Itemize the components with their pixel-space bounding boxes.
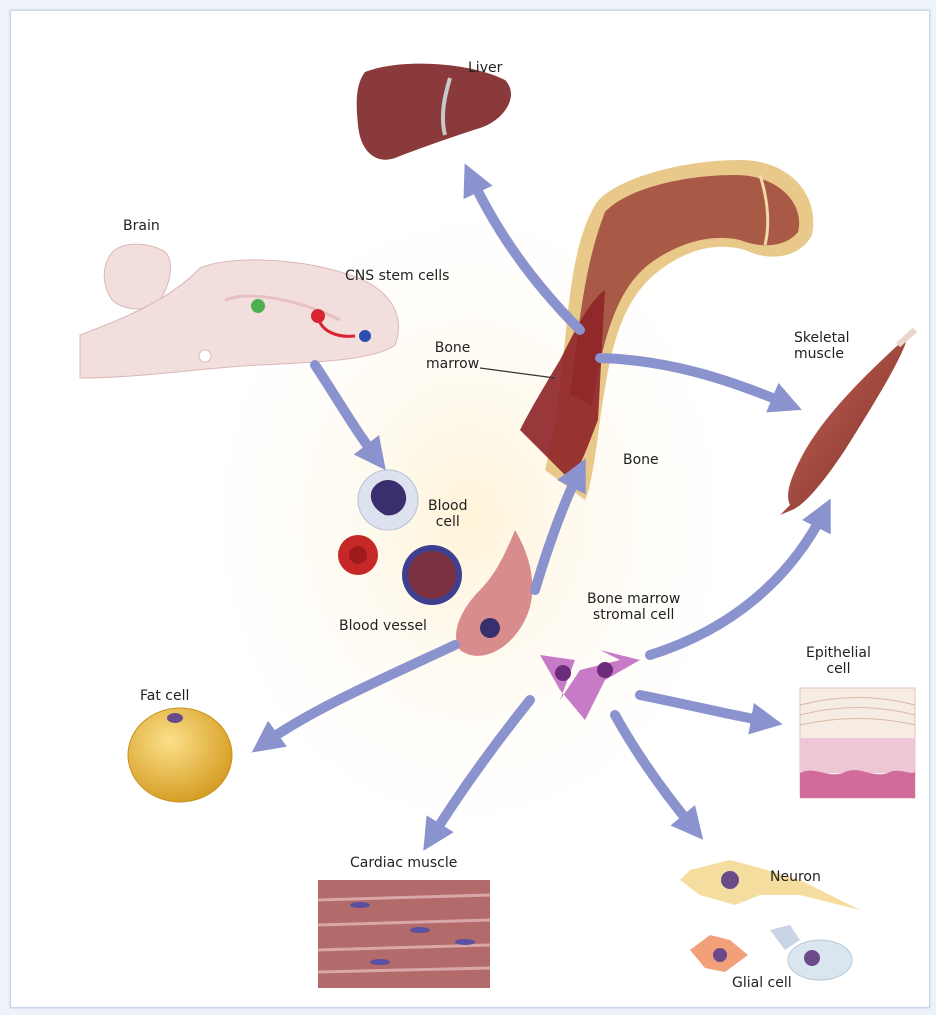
- label-fat-cell: Fat cell: [140, 688, 189, 704]
- label-blood-cell: Blood cell: [428, 498, 468, 530]
- label-bone-marrow-stromal-cell: Bone marrow stromal cell: [587, 591, 680, 623]
- label-bone-marrow: Bone marrow: [426, 340, 479, 372]
- fat-cell-illustration: [128, 708, 232, 802]
- cardiac-muscle-illustration: [318, 880, 490, 988]
- label-bone: Bone: [623, 452, 659, 468]
- label-cardiac-muscle: Cardiac muscle: [350, 855, 457, 871]
- label-brain: Brain: [123, 218, 160, 234]
- label-epithelial-cell: Epithelial cell: [806, 645, 871, 677]
- label-neuron: Neuron: [770, 869, 821, 885]
- epithelial-cell-illustration: [800, 688, 915, 798]
- liver-illustration: [357, 64, 511, 160]
- label-skeletal-muscle: Skeletal muscle: [794, 330, 850, 362]
- label-liver: Liver: [468, 60, 502, 76]
- label-blood-vessel: Blood vessel: [339, 618, 427, 634]
- label-glial-cell: Glial cell: [732, 975, 792, 991]
- label-cns-stem-cells: CNS stem cells: [345, 268, 449, 284]
